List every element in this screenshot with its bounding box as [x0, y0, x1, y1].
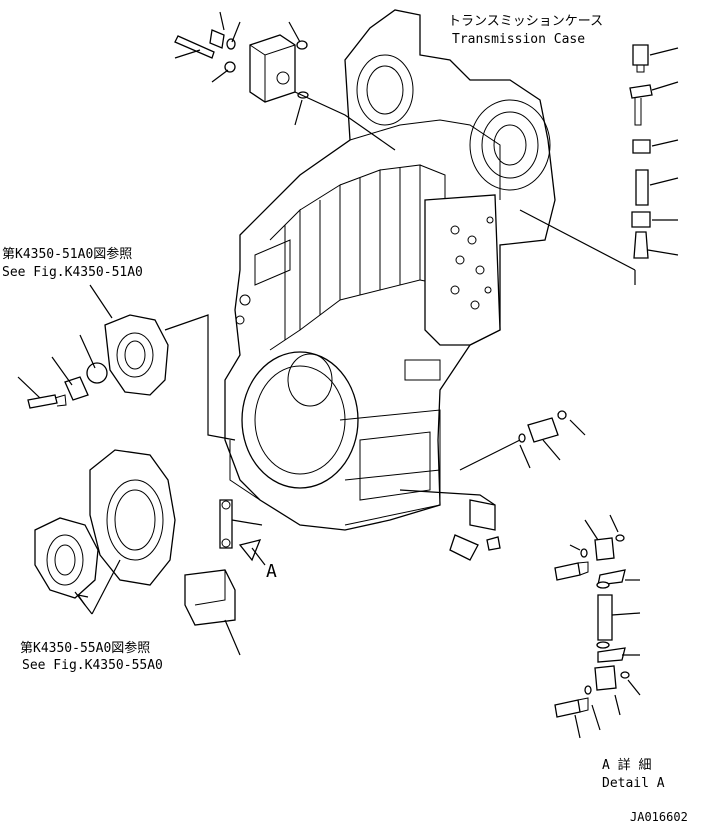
- bracket-parts: [184, 499, 266, 656]
- transmission-case-label-jp: トランスミッションケース: [448, 14, 604, 29]
- left-flange: [17, 284, 236, 441]
- detail-a-label-en: Detail A: [602, 776, 665, 791]
- ref-fig-51a0-label-jp: 第K4350-51A0図参照: [2, 247, 133, 262]
- top-parts: [174, 11, 396, 151]
- detail-a-parts: [554, 514, 641, 739]
- ref-fig-55a0-label-en: See Fig.K4350-55A0: [22, 658, 163, 673]
- transmission-case: [224, 9, 556, 531]
- ref-fig-51a0-label-en: See Fig.K4350-51A0: [2, 265, 143, 280]
- drawing-number: JA016602: [630, 810, 688, 824]
- ref-fig-55a0-label-jp: 第K4350-55A0図参照: [20, 641, 151, 656]
- transmission-case-label-en: Transmission Case: [452, 32, 586, 47]
- right-parts: [519, 44, 679, 285]
- detail-a-label-jp: A 詳 細: [602, 758, 652, 773]
- lower-left-covers: [34, 449, 176, 615]
- right-fittings: [399, 410, 586, 561]
- view-arrow-letter: A: [266, 561, 277, 582]
